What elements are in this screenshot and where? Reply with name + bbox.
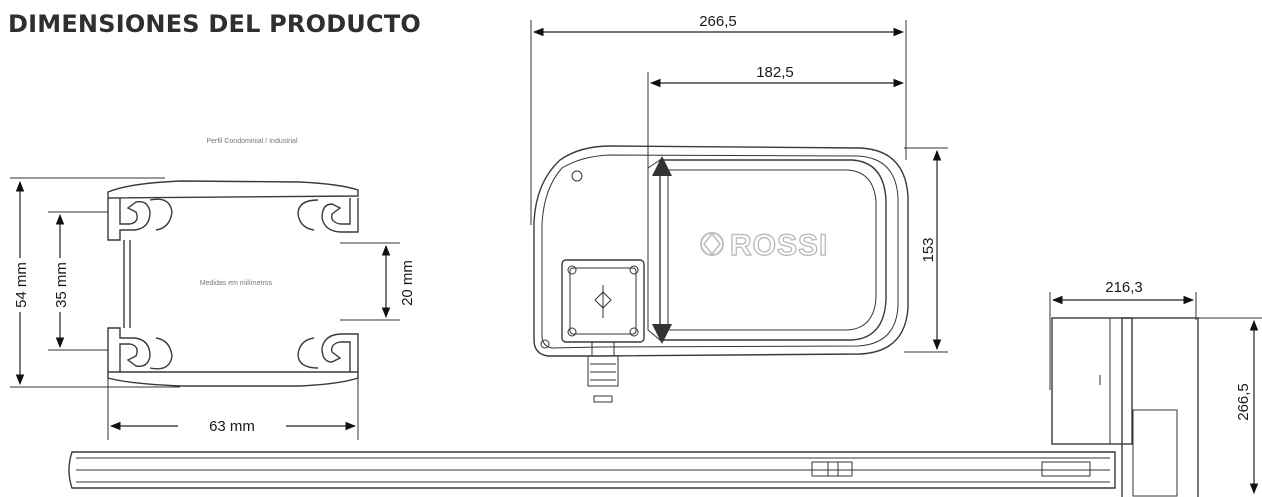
dim-cover-length-label: 182,5 [756, 64, 794, 81]
dim-side-width: 216,3 [1049, 279, 1197, 390]
dim-side-width-label: 216,3 [1105, 279, 1143, 296]
motor-side-drawing: 216,3 266,5 [1049, 279, 1262, 497]
dim-cover-length: 182,5 [647, 64, 905, 208]
dim-motor-length: 266,5 [530, 13, 907, 225]
rossi-logo-text: ROSSI [730, 229, 828, 262]
dim-profile-inner-label: 35 mm [53, 262, 70, 308]
dim-profile-slot: 20 mm [340, 242, 416, 321]
rack-drawing [68, 451, 1116, 489]
dim-profile-height: 54 mm [10, 177, 180, 388]
dim-motor-width-label: 153 [920, 237, 937, 262]
dim-profile-slot-label: 20 mm [399, 260, 416, 306]
profile-drawing: Perfil Condominial / Industrial Medidas … [10, 138, 416, 440]
motor-cover [659, 159, 887, 341]
dim-profile-inner: 35 mm [48, 211, 108, 351]
profile-caption: Perfil Condominial / Industrial [206, 138, 297, 145]
profile-inner-note: Medidas em milímetros [200, 280, 273, 287]
page-title: DIMENSIONES DEL PRODUCTO [8, 10, 421, 38]
dim-motor-width: 153 [904, 147, 948, 353]
dim-motor-length-label: 266,5 [699, 13, 737, 30]
motor-body-outline [533, 145, 909, 357]
motor-side-front [1051, 317, 1133, 445]
dim-side-height: 266,5 [1196, 317, 1262, 495]
motor-top-drawing: ROSSI 266,5 182,5 153 [530, 13, 948, 403]
profile-outline [107, 180, 359, 387]
dim-profile-width: 63 mm [107, 372, 359, 440]
dim-profile-width-label: 63 mm [209, 418, 255, 435]
motor-side-body [1121, 317, 1199, 497]
dim-profile-height-label: 54 mm [13, 262, 30, 308]
dim-side-height-label: 266,5 [1235, 383, 1252, 421]
rossi-logo: ROSSI [700, 228, 828, 263]
